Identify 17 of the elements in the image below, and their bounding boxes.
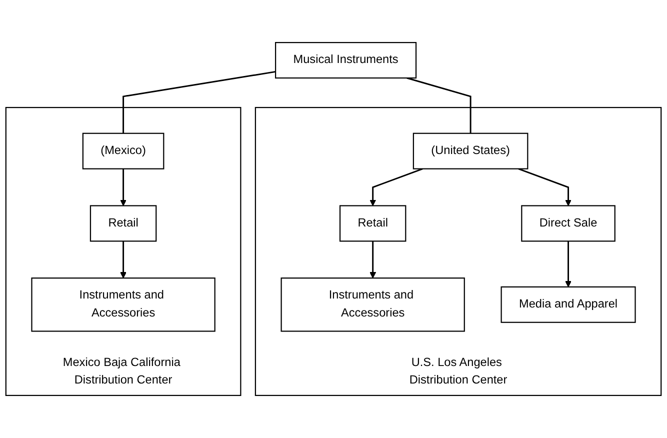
node-box: Retail xyxy=(339,205,406,242)
arrow xyxy=(518,168,572,206)
node-box: (United States) xyxy=(412,132,528,170)
arrow xyxy=(370,168,423,206)
node-box: Instruments and Accessories xyxy=(31,278,216,332)
node-box: Instruments and Accessories xyxy=(280,278,465,332)
node-box: Media and Apparel xyxy=(500,286,636,323)
arrow xyxy=(370,241,376,278)
connector xyxy=(406,77,472,134)
arrow xyxy=(120,168,127,206)
node-box: Musical Instruments xyxy=(275,42,417,79)
connector xyxy=(122,70,276,134)
node-box: (Mexico) xyxy=(82,132,164,170)
node-box: Direct Sale xyxy=(521,205,616,242)
node-box: Retail xyxy=(90,205,157,242)
arrow xyxy=(565,241,572,288)
arrow xyxy=(120,241,127,278)
